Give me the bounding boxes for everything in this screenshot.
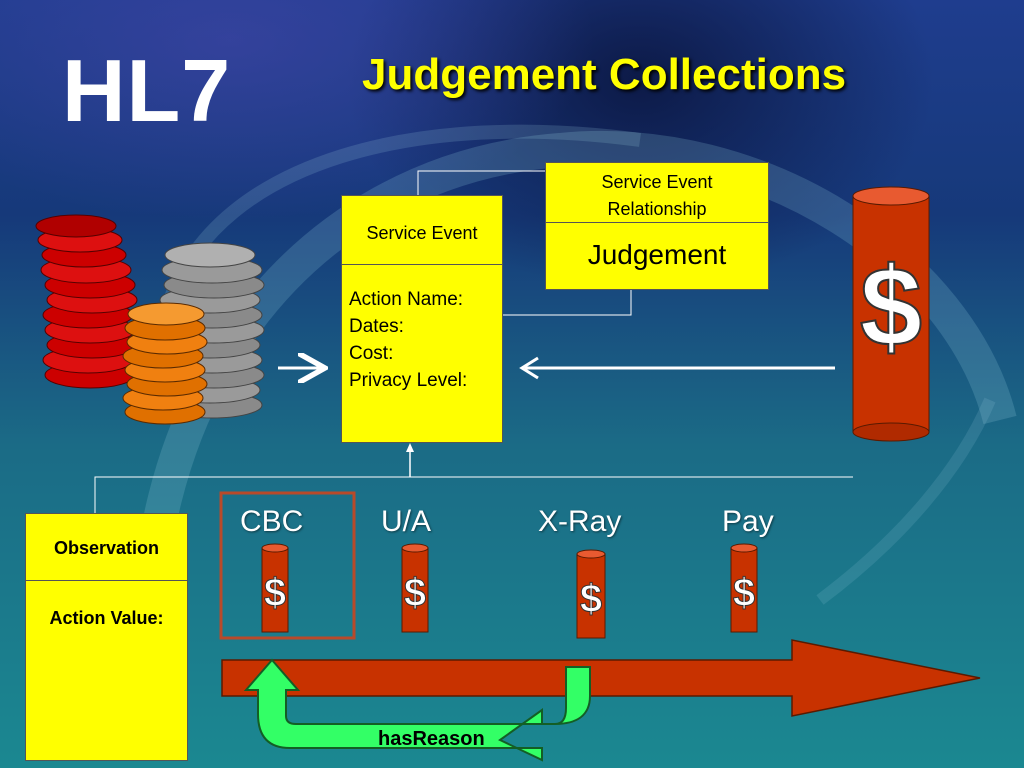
attribute-cost: Cost: (349, 343, 394, 364)
page-title: Judgement Collections (362, 50, 847, 99)
observation-line (94, 476, 853, 513)
svg-text:$: $ (860, 244, 922, 369)
observation-divider (26, 580, 187, 581)
attribute-dates: Dates: (349, 316, 404, 337)
relationship-title-line2: Relationship (607, 199, 707, 219)
observation-box: Observation Action Value: (25, 513, 188, 761)
service-event-title: Service Event (366, 223, 478, 243)
relationship-title-line1: Service Event (601, 172, 713, 192)
service-event-relationship-title: Service Event Relationship (546, 169, 768, 223)
service-event-divider (342, 264, 502, 265)
large-dollar-cylinder: $ (852, 186, 930, 442)
svg-text:$: $ (733, 571, 755, 615)
svg-text:$: $ (264, 571, 286, 615)
svg-text:$: $ (404, 571, 426, 615)
relationship-divider (546, 222, 768, 223)
small-dollar-cylinder-ua: $ (401, 543, 429, 633)
small-dollar-cylinder-cbc: $ (261, 543, 289, 633)
service-event-box: Service Event Action Name: Dates: Cost: … (341, 195, 503, 443)
cbc-highlight-frame (219, 491, 356, 640)
relationship-line-top (417, 170, 545, 195)
hasreason-label: hasReason (378, 728, 485, 750)
category-cbc: CBC (240, 505, 304, 538)
observation-title: Observation (53, 538, 160, 558)
hasreason-arrow (243, 658, 591, 762)
service-event-attributes: Action Name: Dates: Cost: Privacy Level: (349, 286, 467, 394)
service-event-relationship-box: Service Event Relationship Judgement (545, 162, 769, 290)
attribute-privacy-level: Privacy Level: (349, 370, 468, 391)
category-ua: U/A (381, 505, 432, 538)
timeline-arrow (221, 639, 981, 717)
small-dollar-cylinder-xray: $ (576, 549, 606, 639)
small-dollar-cylinder-pay: $ (730, 543, 758, 633)
attribute-action-name: Action Name: (349, 289, 464, 310)
category-xray: X-Ray (538, 505, 622, 538)
observation-action-value: Action Value: (49, 608, 164, 628)
svg-text:$: $ (580, 577, 602, 621)
judgement-label: Judgement (587, 239, 727, 270)
red-coin-stack (35, 214, 138, 389)
hl7-logo: HL7 (62, 41, 232, 140)
category-pay: Pay (722, 505, 774, 538)
orange-coin-stack (122, 302, 208, 425)
relationship-line-bottom (503, 290, 632, 316)
